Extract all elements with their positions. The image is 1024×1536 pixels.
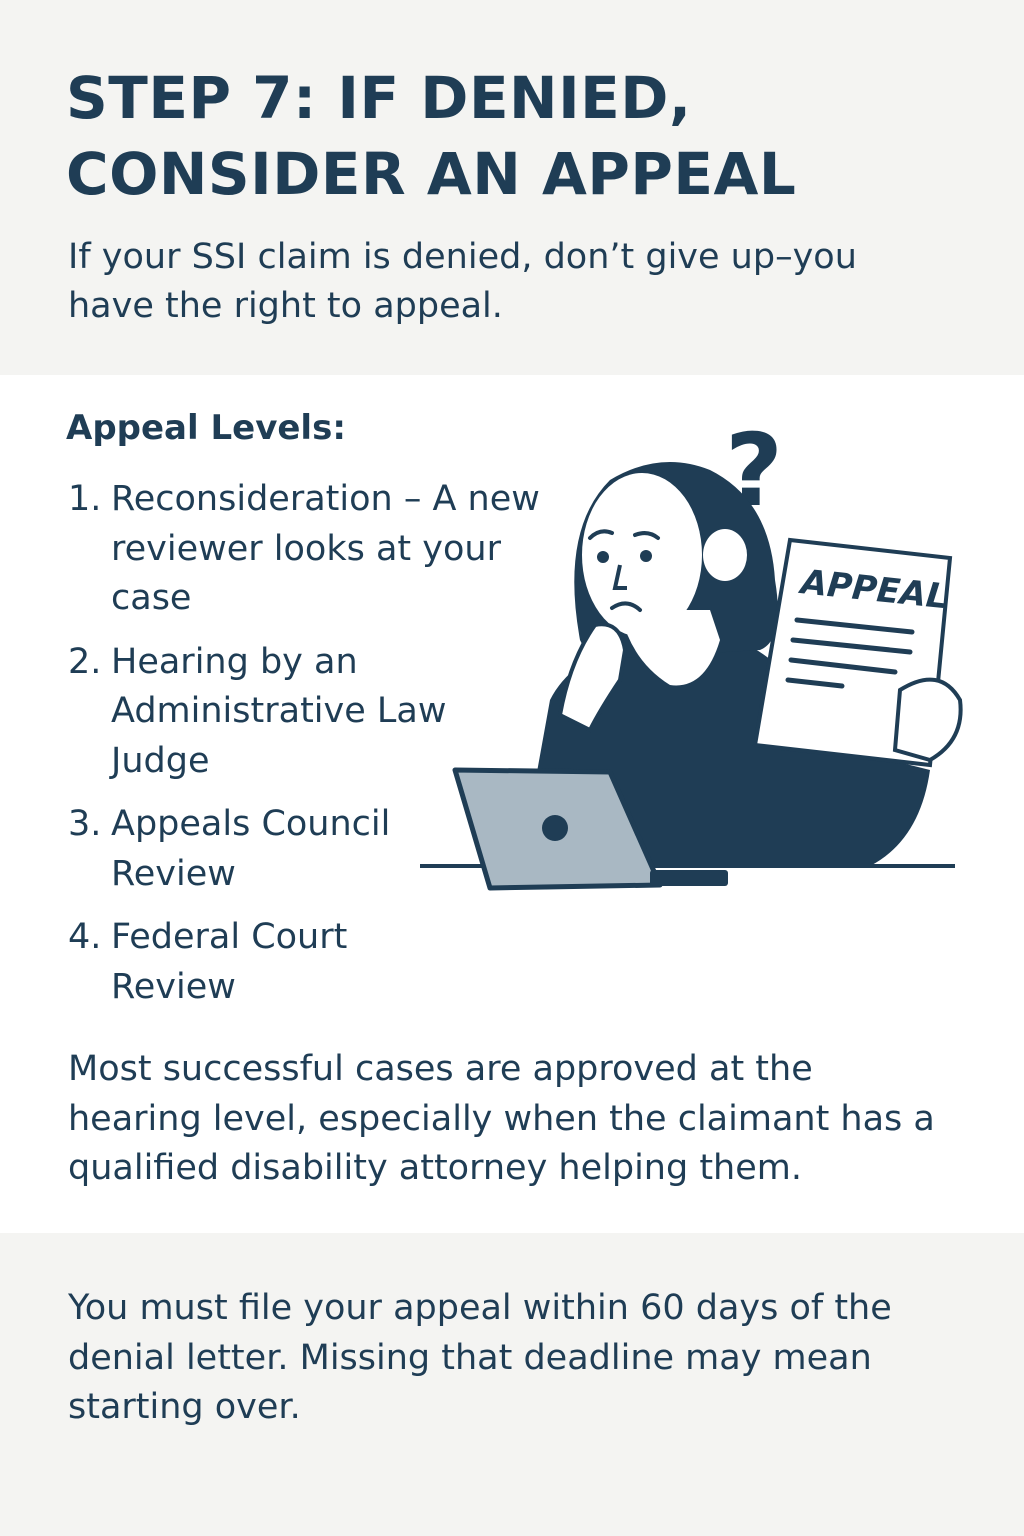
ear — [703, 529, 747, 581]
footer-band — [0, 1233, 1024, 1536]
hearing-note: Most successful cases are approved at th… — [68, 1049, 935, 1188]
item-number: 1. — [68, 479, 102, 519]
item-number: 2. — [68, 641, 102, 682]
item-text: Federal Court Review — [111, 917, 348, 1007]
deadline-note: You must file your appeal within 60 days… — [68, 1288, 892, 1427]
eye — [640, 550, 652, 562]
item-text: Appeals Council Review — [111, 804, 391, 894]
hand — [557, 622, 628, 733]
list-item: 2.Hearing by an Administrative Law Judge — [68, 638, 568, 787]
hand — [892, 677, 963, 763]
list-item: 3.Appeals Council Review — [68, 800, 568, 899]
subtitle: If your SSI claim is denied, don’t give … — [68, 237, 857, 326]
appeal-levels-list: 1.Reconsideration – A new reviewer looks… — [68, 475, 568, 1026]
list-item: 4.Federal Court Review — [68, 913, 568, 1012]
page-title: STEP 7: IF DENIED, CONSIDER AN APPEAL — [66, 60, 966, 212]
eye — [597, 551, 609, 563]
item-number: 4. — [68, 917, 102, 957]
item-text: Reconsideration – A new reviewer looks a… — [111, 479, 540, 618]
title-line-1: STEP 7: IF DENIED, — [66, 64, 692, 132]
header-band — [0, 0, 1024, 375]
laptop-logo — [542, 815, 568, 841]
item-number: 3. — [68, 804, 102, 844]
title-line-2: CONSIDER AN APPEAL — [66, 140, 797, 208]
confused-woman-illustration: ? APPEAL — [420, 412, 963, 891]
list-item: 1.Reconsideration – A new reviewer looks… — [68, 475, 568, 624]
item-text: Hearing by an Administrative Law Judge — [111, 641, 447, 781]
appeal-levels-heading: Appeal Levels: — [66, 408, 346, 448]
